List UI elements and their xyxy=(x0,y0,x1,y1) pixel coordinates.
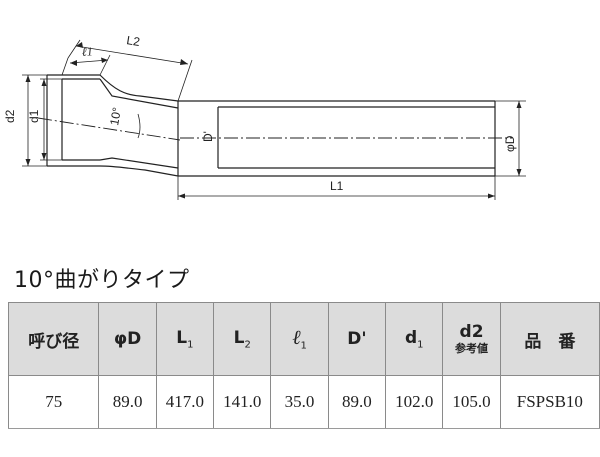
dimension-lines xyxy=(22,39,526,200)
cell-L2: 141.0 xyxy=(213,375,272,429)
d2-label: d2 xyxy=(3,109,17,123)
header-d2: d2 参考値 xyxy=(442,302,501,376)
cell-part-number: FSPSB10 xyxy=(499,375,600,429)
cell-D-prime: 89.0 xyxy=(327,375,387,429)
table-row: 75 89.0 417.0 141.0 35.0 89.0 102.0 105.… xyxy=(7,375,600,429)
section-title: 10°曲がりタイプ xyxy=(14,268,190,293)
phiD-label: φD xyxy=(503,135,517,152)
header-size: 呼び径 xyxy=(7,302,100,376)
cell-size: 75 xyxy=(7,375,100,429)
table-header-row: 呼び径 φD L1 L2 ℓ1 D' d1 d2 参考値 品 番 xyxy=(7,302,600,376)
spec-table: 呼び径 φD L1 L2 ℓ1 D' d1 d2 参考値 品 番 75 89.0… xyxy=(7,302,600,429)
header-part-number: 品 番 xyxy=(499,302,600,376)
header-d1: d1 xyxy=(385,302,444,376)
header-L2: L2 xyxy=(213,302,272,376)
cell-phiD: 89.0 xyxy=(98,375,157,429)
cell-L1: 417.0 xyxy=(155,375,215,429)
pipe-dimension-diagram: d2 d1 ℓ1 L2 10° D' φD L1 xyxy=(3,33,526,200)
header-l1: ℓ1 xyxy=(270,302,329,376)
header-D-prime: D' xyxy=(327,302,387,376)
arrowheads xyxy=(25,42,522,199)
L1-label: L1 xyxy=(330,179,344,193)
cell-l1: 35.0 xyxy=(270,375,329,429)
d1-label: d1 xyxy=(27,109,41,123)
center-line xyxy=(37,117,512,141)
cell-d1: 102.0 xyxy=(385,375,444,429)
angle-label: 10° xyxy=(107,106,124,126)
cell-d2: 105.0 xyxy=(442,375,501,429)
L2-label: L2 xyxy=(126,33,142,49)
straight-pipe xyxy=(178,100,496,177)
socket-bend xyxy=(46,74,179,177)
l1-label: ℓ1 xyxy=(81,44,93,59)
header-L1: L1 xyxy=(155,302,215,376)
header-phiD: φD xyxy=(98,302,157,376)
D-prime-label: D' xyxy=(201,131,215,142)
